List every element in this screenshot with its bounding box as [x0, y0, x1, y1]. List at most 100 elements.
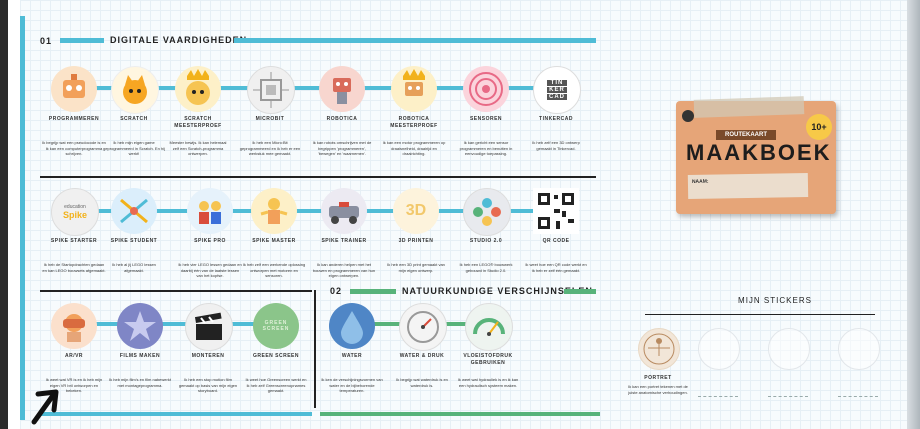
name-label: NAAM:	[691, 178, 709, 185]
tinkercad-letters-2: KER	[547, 87, 567, 93]
badge-label: SPIKE STUDENT	[110, 238, 158, 244]
crowned-robot-icon	[391, 66, 437, 112]
notebook-logo-icon	[682, 110, 694, 122]
notebook-tape	[693, 96, 805, 118]
pressure-icon	[399, 303, 447, 351]
badge-description: Ik kan een motor programmeren op draaisn…	[382, 140, 446, 156]
badge-label: SPIKE STARTER	[50, 238, 98, 244]
badge-label: QR CODE	[542, 238, 570, 244]
badge-label: 3D PRINTEN	[398, 238, 434, 244]
badge-description: Ik heb een LEGO® bouwwerk gebouwd in Stu…	[459, 262, 513, 273]
badge-description: Ik heb een stop motion film gemaakt op b…	[178, 377, 238, 393]
vitruvian-icon	[643, 333, 675, 365]
badge-label: SPIKE TRAINER	[321, 238, 367, 244]
stickers-title: MIJN STICKERS	[738, 296, 812, 305]
spike-logo-bottom: Spike	[62, 210, 87, 220]
robot-arm-icon	[319, 66, 365, 112]
lego-icon	[187, 188, 233, 234]
cursor-arrow-icon	[31, 389, 59, 425]
row-3-connector	[60, 322, 280, 326]
badge-label: FILMS MAKEN	[119, 353, 161, 359]
badge-label: PROGRAMMEREN	[48, 116, 100, 122]
studio-icon	[463, 188, 511, 236]
badge-description: Ik kan gericht een sensor programmeren e…	[459, 140, 513, 156]
badge-label: SCRATCH MEESTERPROEF	[174, 116, 222, 129]
badge-description: Ik heb mijn film's en film nabewerkt met…	[109, 377, 171, 388]
badge-description: Ik weet wat VR is en ik heb mijn eigen V…	[45, 377, 103, 393]
master-icon	[251, 188, 297, 234]
section-1-title-wrap: DIGITALE VAARDIGHEDEN	[110, 35, 247, 45]
water-drop-icon	[329, 303, 375, 349]
sticker-slot-2-line	[698, 396, 738, 397]
badge-label: SPIKE MASTER	[252, 238, 296, 244]
crowned-cat-icon	[175, 66, 221, 112]
footer-bar-green	[320, 412, 600, 416]
sticker-slot-4-line	[838, 396, 878, 397]
badge-label: MONTEREN	[191, 353, 225, 359]
trainer-icon	[321, 188, 367, 234]
row-divider-1	[40, 176, 596, 178]
badge-description: Ik heb zelf een werkende oplossing ontwo…	[242, 262, 306, 278]
chip-icon	[247, 66, 295, 114]
green-screen-text: GREEN SCREEN	[262, 320, 290, 332]
badge-label: GREEN SCREEN	[252, 353, 299, 359]
sticker-slot-4[interactable]	[838, 328, 880, 370]
row-1-connector	[60, 86, 558, 90]
spike-icon: education Spike	[51, 188, 99, 236]
badge-description: Ik kan robots omschrijven met de begripp…	[312, 140, 372, 156]
notebook-title: MAAKBOEK	[686, 140, 832, 165]
section-1-number: 01	[40, 36, 53, 46]
badge-label: WATER	[341, 353, 363, 359]
section-2-line-left	[350, 289, 396, 294]
section-2-title-wrap: NATUURKUNDIGE VERSCHIJNSELEN	[402, 286, 593, 296]
badge-description: Ik ken de verschijningsvormen van water …	[321, 377, 383, 393]
badge-label: AR/VR	[64, 353, 84, 359]
sticker-portret[interactable]	[638, 328, 680, 370]
star-icon	[117, 303, 163, 349]
tinkercad-icon: TIN KER CAD	[533, 66, 581, 114]
badge-description: Ik heb een 3D print gemaakt van mijn eig…	[387, 262, 445, 273]
badge-description: Ik weet hoe Greenscreen werkt en ik heb …	[245, 377, 307, 393]
badge-description: Ik begrijp wat waterdruk is en waterdruk…	[396, 377, 448, 388]
badge-label: TINKERCAD	[539, 116, 573, 122]
badge-description: Ik heb de Startopdrachten gedaan en kan …	[42, 262, 106, 273]
section-2-header: 02	[330, 286, 342, 296]
badge-label: ROBOTICA MEESTERPROEF	[390, 116, 438, 129]
student-icon	[111, 188, 157, 234]
section-divider-vertical	[314, 290, 316, 408]
section-2-title: NATUURKUNDIGE VERSCHIJNSELEN	[402, 286, 593, 296]
robot-icon	[51, 66, 97, 112]
badge-description: Meester bewijs. Ik kan helemaal zelf een…	[169, 140, 227, 156]
printer-3d-text: 3D	[405, 202, 427, 219]
notebook-route-label: ROUTEKAART	[716, 130, 776, 140]
badge-description: Ik heb mijn eigen game geprogrammeerd in…	[103, 140, 165, 156]
badge-label: VLOEISTOFDRUK GEBRUIKEN	[463, 353, 513, 366]
section-2-number: 02	[330, 286, 343, 296]
notebook-name-field[interactable]: NAAM:	[687, 172, 809, 200]
footer-bar-blue	[40, 412, 312, 416]
section-2-line-right	[564, 289, 596, 294]
badge-description: Ik kan anderen helpen met het bouwen en …	[312, 262, 376, 278]
sticker-slot-3-line	[768, 396, 808, 397]
maakboek-notebook: 10+ ROUTEKAART MAAKBOEK NAAM:	[676, 96, 836, 214]
badge-label: WATER & DRUK	[399, 353, 445, 359]
sticker-portret-desc: Ik kan een portret tekenen met de juiste…	[628, 384, 688, 395]
row-divider-2	[40, 290, 312, 292]
sticker-slot-2[interactable]	[698, 328, 740, 370]
section-1-line-left	[60, 38, 104, 43]
print-3d-icon: 3D	[393, 188, 439, 234]
badge-label: SENSOREN	[469, 116, 503, 122]
white-margin	[8, 0, 20, 429]
badge-description: Ik heb zelf een 3D ontwerp gemaakt in Ti…	[532, 140, 580, 151]
clapper-icon	[185, 303, 233, 351]
cat-icon	[111, 66, 159, 114]
badge-label: SCRATCH	[120, 116, 148, 122]
left-blue-bar	[20, 16, 25, 420]
badge-label: SPIKE PRO	[194, 238, 226, 244]
row-2-connector	[60, 209, 558, 213]
badge-description: Ik heb vier LEGO lessen gedaan en daarbi…	[178, 262, 242, 278]
sticker-slot-3[interactable]	[768, 328, 810, 370]
badge-description: Ik begrijp wat een pseudocode is en ik k…	[42, 140, 106, 156]
sensor-icon	[463, 66, 509, 112]
age-badge: 10+	[806, 114, 832, 140]
